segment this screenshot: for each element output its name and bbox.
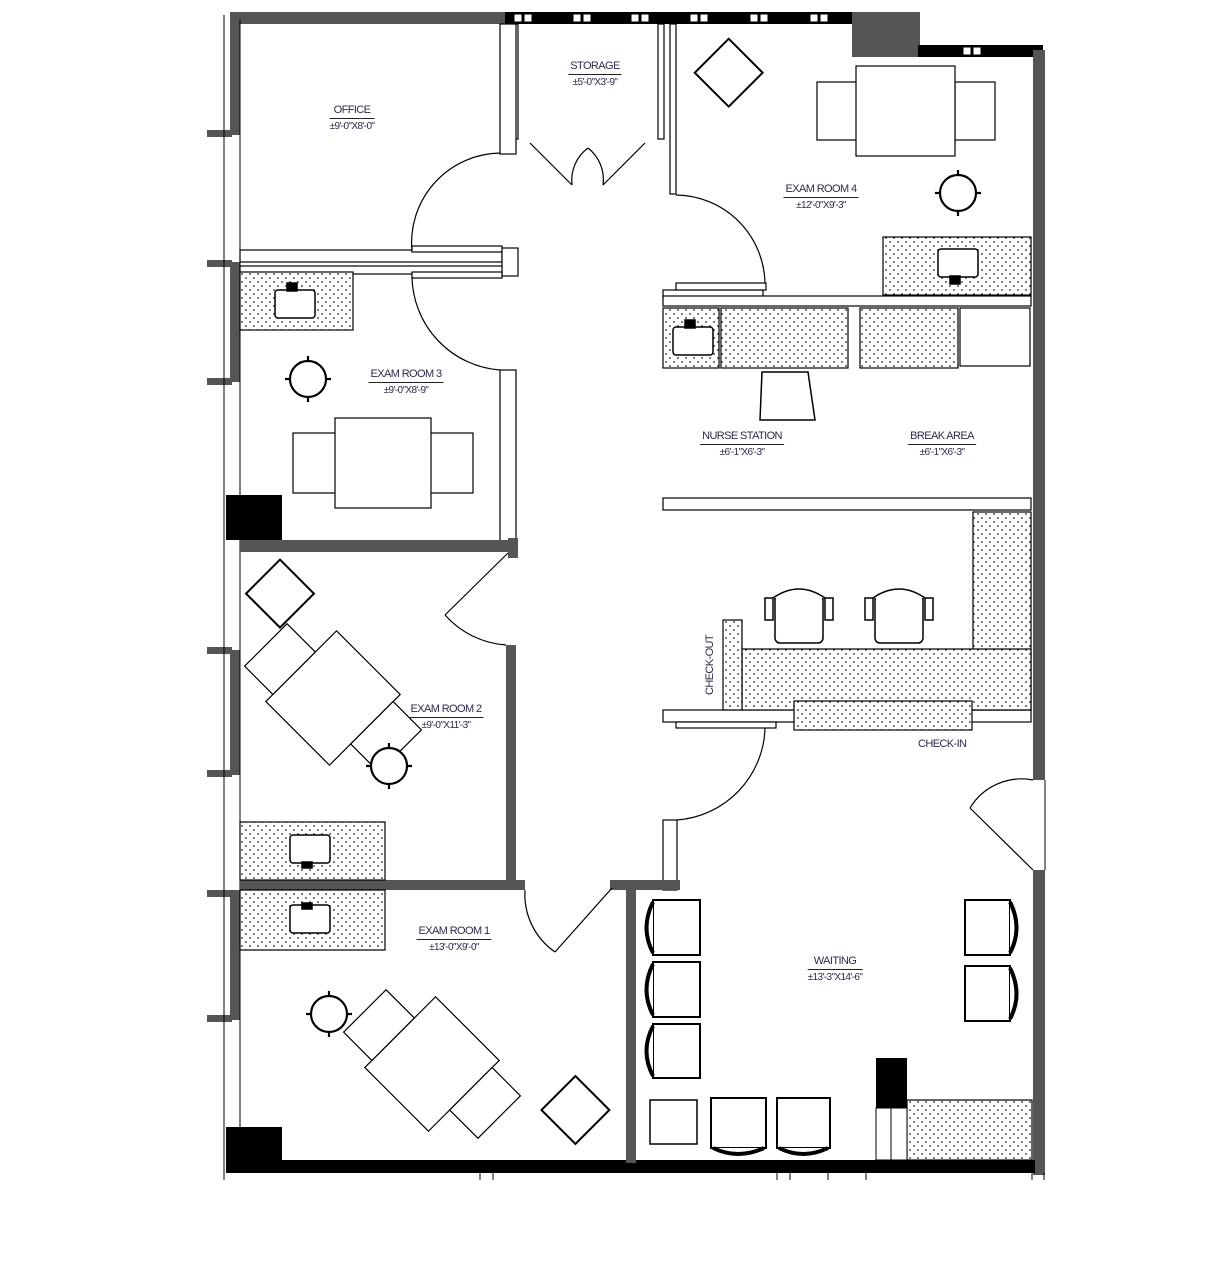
stools bbox=[285, 170, 981, 1037]
room-label-nurse-station: NURSE STATION ±6'-1"X6'-3" bbox=[700, 430, 784, 459]
doors bbox=[410, 142, 1034, 953]
room-name: STORAGE bbox=[568, 60, 622, 75]
room-dimensions: ±9'-0"X8'-9" bbox=[383, 385, 429, 396]
exterior-walls bbox=[207, 12, 1046, 1180]
room-name: NURSE STATION bbox=[700, 430, 784, 445]
room-dimensions: ±12'-0"X9'-3" bbox=[796, 200, 846, 211]
room-dimensions: ±5'-0"X3'-9" bbox=[572, 77, 618, 88]
room-label-break-area: BREAK AREA ±6'-1"X6'-3" bbox=[908, 430, 976, 459]
room-dimensions: ±6'-1"X6'-3" bbox=[919, 447, 965, 458]
side-chairs bbox=[244, 37, 765, 1146]
room-label-exam-room-1: EXAM ROOM 1 ±13'-0"X9'-0" bbox=[416, 925, 492, 954]
room-label-storage: STORAGE ±5'-0"X3'-9" bbox=[568, 60, 622, 89]
room-label-waiting: WAITING ±13'-3"X14'-6" bbox=[807, 955, 863, 984]
room-name: EXAM ROOM 3 bbox=[368, 368, 444, 383]
room-dimensions: ±6'-1"X6'-3" bbox=[719, 447, 765, 458]
waiting-chairs bbox=[644, 899, 1019, 1156]
interior-walls-gray bbox=[240, 538, 680, 1163]
room-name: EXAM ROOM 1 bbox=[416, 925, 492, 940]
room-dimensions: ±13'-0"X9'-0" bbox=[429, 942, 479, 953]
check-out-label: CHECK-OUT bbox=[704, 635, 716, 695]
room-label-exam-room-2: EXAM ROOM 2 ±9'-0"X11'-3" bbox=[408, 703, 484, 732]
room-name: OFFICE bbox=[329, 104, 375, 119]
room-label-office: OFFICE ±9'-0"X8'-0" bbox=[329, 104, 375, 133]
room-name: BREAK AREA bbox=[908, 430, 976, 445]
room-name: EXAM ROOM 4 bbox=[783, 183, 859, 198]
check-in-label: CHECK-IN bbox=[918, 738, 967, 750]
room-label-exam-room-4: EXAM ROOM 4 ±12'-0"X9'-3" bbox=[783, 183, 859, 212]
cabinet bbox=[875, 1058, 908, 1161]
room-name: WAITING bbox=[807, 955, 863, 970]
room-label-exam-room-3: EXAM ROOM 3 ±9'-0"X8'-9" bbox=[368, 368, 444, 397]
sinks bbox=[274, 248, 979, 934]
exam-tables bbox=[243, 65, 996, 1140]
room-dimensions: ±9'-0"X11'-3" bbox=[421, 720, 471, 731]
office-chairs bbox=[759, 371, 934, 644]
room-dimensions: ±9'-0"X8'-0" bbox=[329, 121, 375, 132]
room-dimensions: ±13'-3"X14'-6" bbox=[807, 972, 863, 983]
room-name: EXAM ROOM 2 bbox=[408, 703, 484, 718]
